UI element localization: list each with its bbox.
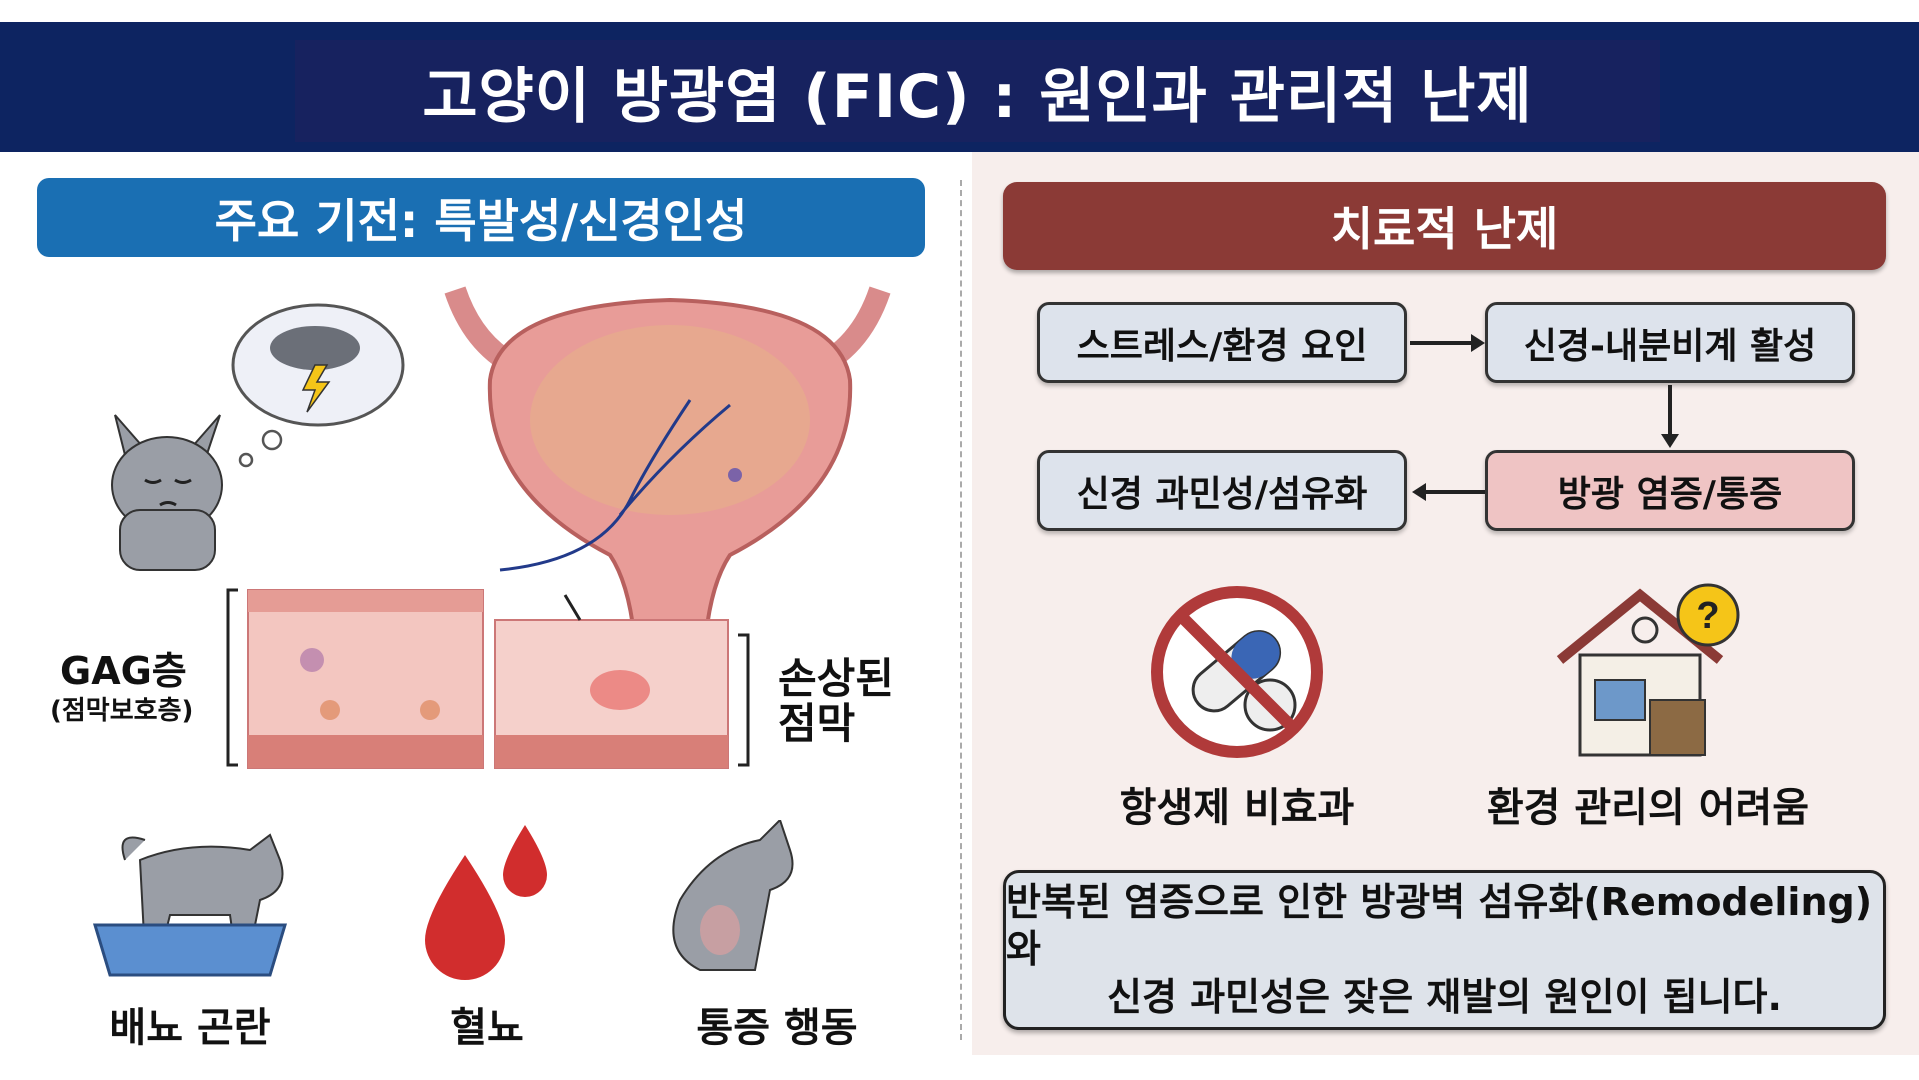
note-line-2: 신경 과민성은 잦은 재발의 원인이 됩니다. [1107,974,1782,1019]
symptom-icons [92,820,794,980]
bladder-icon [444,286,891,647]
flow-hypersensitivity: 신경 과민성/섬유화 [1037,450,1407,531]
sad-cat-icon [111,414,223,571]
symptom-hematuria: 혈뇨 [450,1005,524,1051]
summary-note: 반복된 염증으로 인한 방광벽 섬유화(Remodeling)와 신경 과민성은… [1003,870,1886,1030]
arrow-down-icon [1661,434,1679,448]
divider [960,180,962,1040]
challenge-environment: 환경 관리의 어려움 [1486,785,1810,831]
healthy-mucosa-icon [247,589,484,769]
arrow-left-icon [1412,483,1426,501]
gag-sublabel: (점막보호층) [50,696,194,726]
challenges-header: 치료적 난제 [1003,182,1886,270]
house-question-icon: ? [1556,583,1740,757]
blood-drop-icon [425,825,547,980]
svg-text:?: ? [1696,595,1719,637]
symptom-dysuria: 배뇨 곤란 [109,1005,271,1051]
flow-stress: 스트레스/환경 요인 [1037,302,1407,383]
no-pill-icon [1151,586,1323,758]
flow-arrows [1410,334,1679,501]
licking-cat-icon [672,820,794,971]
gag-label: GAG층 [60,649,187,693]
damaged-label: 손상된 [778,654,894,703]
flow-neuroendocrine: 신경-내분비계 활성 [1485,302,1855,383]
bladder-illustration [111,286,891,769]
symptom-pain-behavior: 통증 행동 [696,1005,858,1051]
litter-box-cat-icon [92,833,288,977]
flow-bladder-inflammation: 방광 염증/통증 [1485,450,1855,531]
page-title: 고양이 방광염 (FIC) : 원인과 관리적 난제 [295,40,1660,142]
arrow-right-icon [1471,334,1485,352]
challenge-antibiotic: 항생제 비효과 [1119,785,1355,831]
damaged-mucosa-icon [494,594,729,769]
thought-cloud-icon [231,303,405,468]
mechanism-header: 주요 기전: 특발성/신경인성 [37,178,925,257]
damaged-label-2: 점막 [778,699,856,748]
note-line-1: 반복된 염증으로 인한 방광벽 섬유화(Remodeling)와 [1006,879,1873,972]
brackets [226,588,750,767]
